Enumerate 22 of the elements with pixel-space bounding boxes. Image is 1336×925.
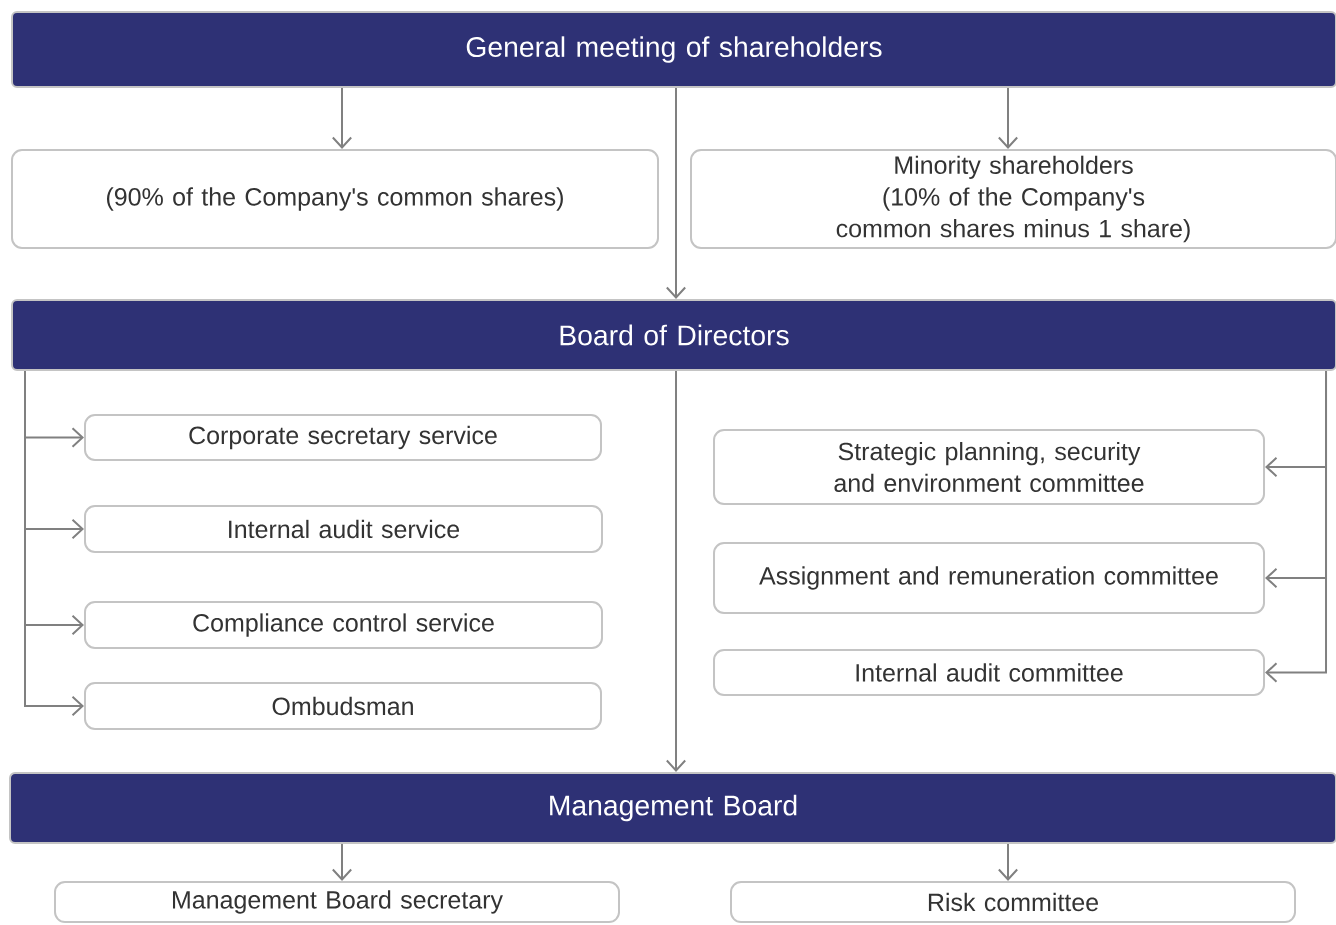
unit-box: Corporate secretary service	[84, 414, 602, 461]
unit-box: Risk committee	[730, 881, 1296, 923]
unit-box: Compliance control service	[84, 601, 603, 649]
unit-box: Management Board secretary	[54, 881, 620, 923]
unit-box: Internal audit service	[84, 505, 603, 553]
unit-box: Minority shareholders (10% of the Company's common shares minus 1 share)	[690, 149, 1336, 249]
level-band: General meeting of shareholders	[11, 11, 1336, 88]
arrow	[997, 843, 1019, 881]
unit-box: Internal audit committee	[713, 649, 1265, 696]
level-band: Board of Directors	[11, 299, 1336, 371]
arrow	[1265, 370, 1327, 683]
arrow	[997, 87, 1019, 149]
arrow	[665, 370, 687, 772]
arrow	[24, 370, 84, 717]
arrow	[331, 843, 353, 881]
unit-box: Ombudsman	[84, 682, 602, 730]
level-band: Management Board	[9, 772, 1336, 844]
unit-box: Strategic planning, security and environment committee	[713, 429, 1265, 505]
arrow	[665, 87, 687, 299]
unit-box: (90% of the Company's common shares)	[11, 149, 659, 249]
arrow	[331, 87, 353, 149]
unit-box: Assignment and remuneration committee	[713, 542, 1265, 614]
